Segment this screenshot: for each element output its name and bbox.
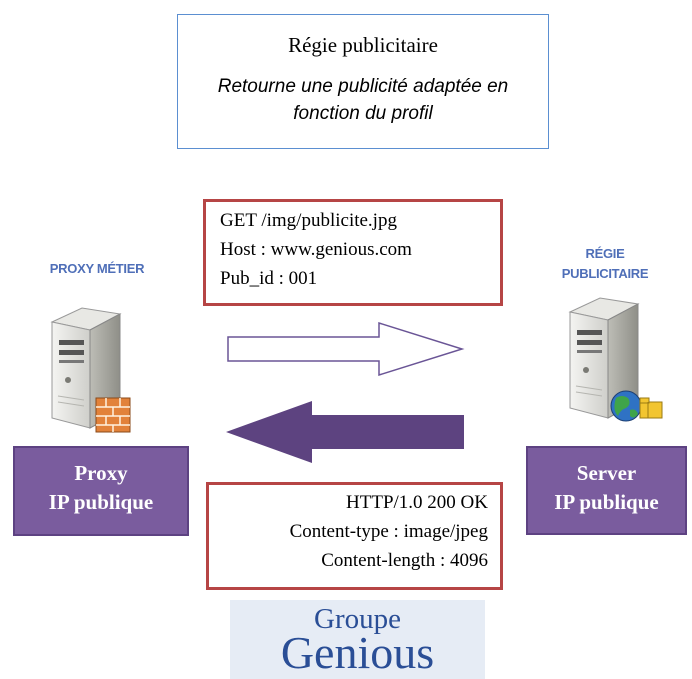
proxy-box: Proxy IP publique [13, 446, 189, 536]
response-line: Content-length : 4096 [321, 550, 488, 571]
server-firewall-icon [50, 307, 131, 433]
response-box: HTTP/1.0 200 OK Content-type : image/jpe… [206, 482, 503, 590]
request-line: Pub_id : 001 [220, 268, 318, 289]
genious-logo: Groupe Genious [230, 600, 485, 679]
server-box-line2: IP publique [554, 490, 659, 514]
ad-network-title: Régie publicitaire [288, 33, 438, 57]
proxy-label: PROXY MÉTIER [49, 261, 145, 276]
response-line: HTTP/1.0 200 OK [346, 492, 488, 513]
proxy-box-line2: IP publique [48, 490, 154, 514]
logo-line1: Groupe [314, 603, 401, 635]
response-line: Content-type : image/jpeg [289, 521, 488, 542]
request-line: GET /img/publicite.jpg [220, 210, 397, 231]
ad-server-label-line1: RÉGIE [585, 246, 625, 261]
ad-network-description: Retourne une publicité adaptée en foncti… [217, 76, 509, 124]
server-globe-icon [568, 297, 663, 422]
ad-server-label-line2: PUBLICITAIRE [561, 266, 649, 281]
response-arrow-left [226, 401, 464, 463]
logo-line2: Genious [280, 627, 435, 678]
server-box-line1: Server [576, 461, 637, 485]
ad-server-label: RÉGIE PUBLICITAIRE [545, 244, 665, 284]
proxy-box-line1: Proxy [74, 461, 128, 485]
request-box: GET /img/publicite.jpg Host : www.geniou… [203, 199, 503, 306]
request-line: Host : www.genious.com [220, 239, 412, 260]
server-box: Server IP publique [526, 446, 687, 535]
ad-network-box: Régie publicitaire Retourne une publicit… [177, 14, 549, 149]
request-arrow-right [227, 321, 465, 377]
